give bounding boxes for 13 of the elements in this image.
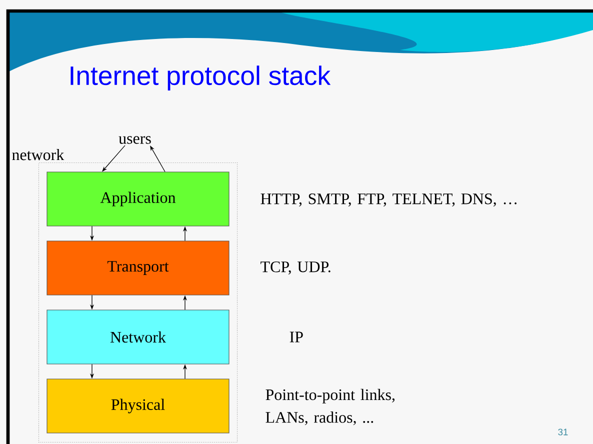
users-label: users [118, 136, 151, 144]
slide-title: Internet protocol stack [70, 66, 331, 90]
page-number: 31 [558, 428, 568, 436]
protocol-list: IP [290, 332, 303, 342]
layer-box: Application [46, 172, 230, 226]
protocol-list: TCP, UDP. [260, 261, 330, 275]
layer-box: Physical [46, 378, 230, 434]
dotted-frame [38, 162, 238, 443]
layer-box: Network [46, 310, 230, 364]
protocol-list: Point-to-point links, LANs, radios, ... [266, 388, 394, 426]
layer-box: Transport [46, 240, 230, 296]
frame-heading: network [12, 148, 64, 160]
protocol-list: HTTP, SMTP, FTP, TELNET, DNS, … [260, 193, 516, 207]
